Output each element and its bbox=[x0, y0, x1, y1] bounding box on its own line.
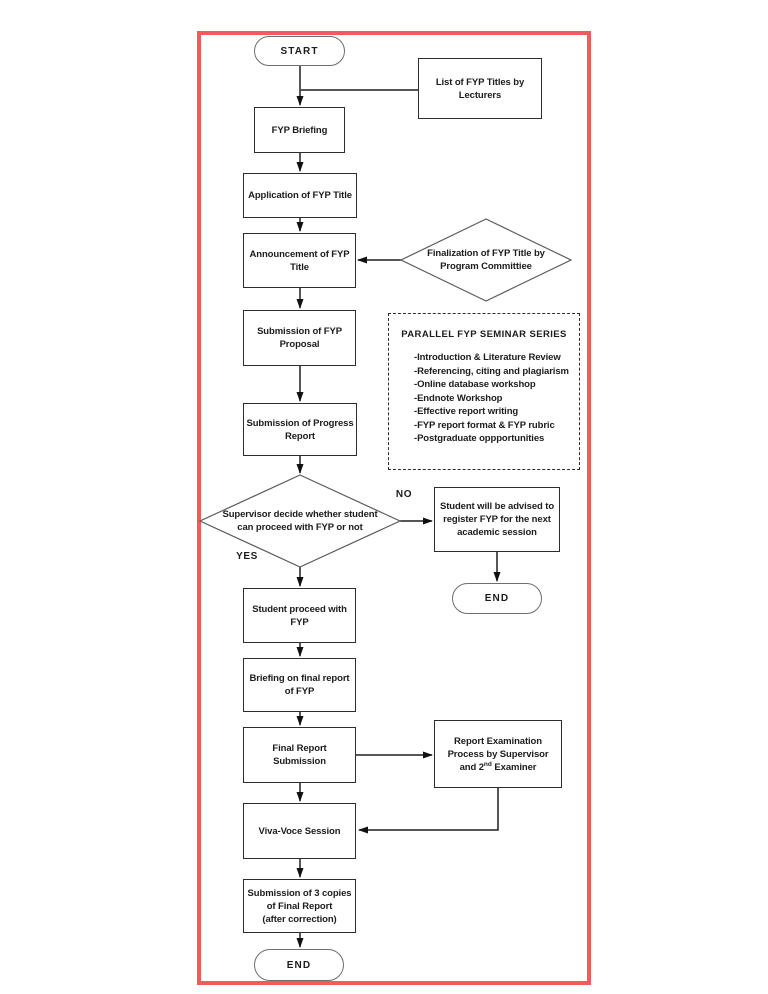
node-proposal-label: Submission of FYP Proposal bbox=[257, 326, 342, 350]
node-progress-report: Submission of Progress Report bbox=[243, 403, 357, 456]
node-list-of-titles: List of FYP Titles by Lecturers bbox=[418, 58, 542, 119]
node-end-bottom: END bbox=[254, 949, 344, 981]
decision-finalization-shape bbox=[399, 218, 573, 302]
seminar-item: -Online database workshop bbox=[414, 379, 536, 390]
seminar-item: -Endnote Workshop bbox=[414, 392, 503, 404]
node-submission-copies-label: Submission of 3 copies of Final Report (… bbox=[247, 887, 352, 925]
edge-reportexam-viva bbox=[358, 788, 499, 834]
node-fyp-briefing-label: FYP Briefing bbox=[271, 124, 328, 136]
decision-supervisor-label: Supervisor decide whether student can pr… bbox=[222, 509, 378, 533]
report-exam-label-post: Examiner bbox=[491, 761, 537, 773]
node-start-label: START bbox=[280, 45, 319, 57]
node-proposal: Submission of FYP Proposal bbox=[243, 310, 356, 366]
node-final-report-submission: Final Report Submission bbox=[243, 727, 356, 783]
node-announcement-label: Announcement of FYP Title bbox=[249, 248, 350, 273]
node-student-proceed: Student proceed with FYP bbox=[243, 588, 356, 643]
node-announcement: Announcement of FYP Title bbox=[243, 233, 356, 288]
node-advised-register: Student will be advised to register FYP … bbox=[434, 487, 560, 552]
node-final-report-submission-label: Final Report Submission bbox=[272, 743, 327, 767]
seminar-item: -FYP report format & FYP rubric bbox=[414, 419, 555, 431]
decision-finalization-labelbox: Finalization of FYP Title by Program Com… bbox=[396, 247, 576, 273]
decision-supervisor-shape bbox=[198, 474, 402, 568]
node-end-bottom-label: END bbox=[286, 959, 312, 971]
branch-yes-label: YES bbox=[236, 551, 258, 562]
parallel-seminar-title: PARALLEL FYP SEMINAR SERIES bbox=[401, 329, 567, 340]
node-fyp-briefing: FYP Briefing bbox=[254, 107, 345, 153]
node-end-right: END bbox=[452, 583, 542, 614]
node-viva-voce-label: Viva-Voce Session bbox=[258, 825, 341, 837]
seminar-item: -Referencing, citing and plagiarism bbox=[414, 365, 569, 377]
node-student-proceed-label: Student proceed with FYP bbox=[252, 603, 347, 628]
node-viva-voce: Viva-Voce Session bbox=[243, 803, 356, 859]
ordinal-superscript: nd bbox=[483, 760, 492, 768]
node-progress-report-label: Submission of Progress Report bbox=[246, 417, 354, 442]
seminar-item: -Postgraduate oppportunities bbox=[414, 433, 545, 444]
decision-supervisor-labelbox: Supervisor decide whether student can pr… bbox=[200, 508, 400, 534]
parallel-seminar-items: -Introduction & Literature Review -Refer… bbox=[389, 351, 579, 446]
parallel-seminar-box: PARALLEL FYP SEMINAR SERIES -Introductio… bbox=[388, 313, 580, 470]
node-application-label: Application of FYP Title bbox=[248, 190, 352, 201]
decision-finalization-label: Finalization of FYP Title by Program Com… bbox=[427, 248, 545, 272]
node-start: START bbox=[254, 36, 345, 66]
node-submission-copies: Submission of 3 copies of Final Report (… bbox=[243, 879, 356, 933]
node-application: Application of FYP Title bbox=[243, 173, 357, 218]
node-end-right-label: END bbox=[484, 593, 510, 604]
node-report-examination: Report Examination Process by Supervisor… bbox=[434, 720, 562, 788]
report-exam-label-pre: Report Examination Process by Supervisor… bbox=[447, 735, 549, 773]
node-advised-register-label: Student will be advised to register FYP … bbox=[439, 501, 555, 538]
node-list-of-titles-label: List of FYP Titles by Lecturers bbox=[435, 76, 525, 101]
red-border-frame bbox=[197, 31, 591, 985]
seminar-item: -Effective report writing bbox=[414, 406, 519, 417]
node-report-examination-label: Report Examination Process by Supervisor… bbox=[448, 735, 549, 774]
seminar-item: -Introduction & Literature Review bbox=[414, 352, 561, 363]
node-briefing-final-report: Briefing on final report of FYP bbox=[243, 658, 356, 712]
branch-no-label: NO bbox=[395, 489, 413, 500]
node-briefing-final-report-label: Briefing on final report of FYP bbox=[249, 673, 350, 697]
